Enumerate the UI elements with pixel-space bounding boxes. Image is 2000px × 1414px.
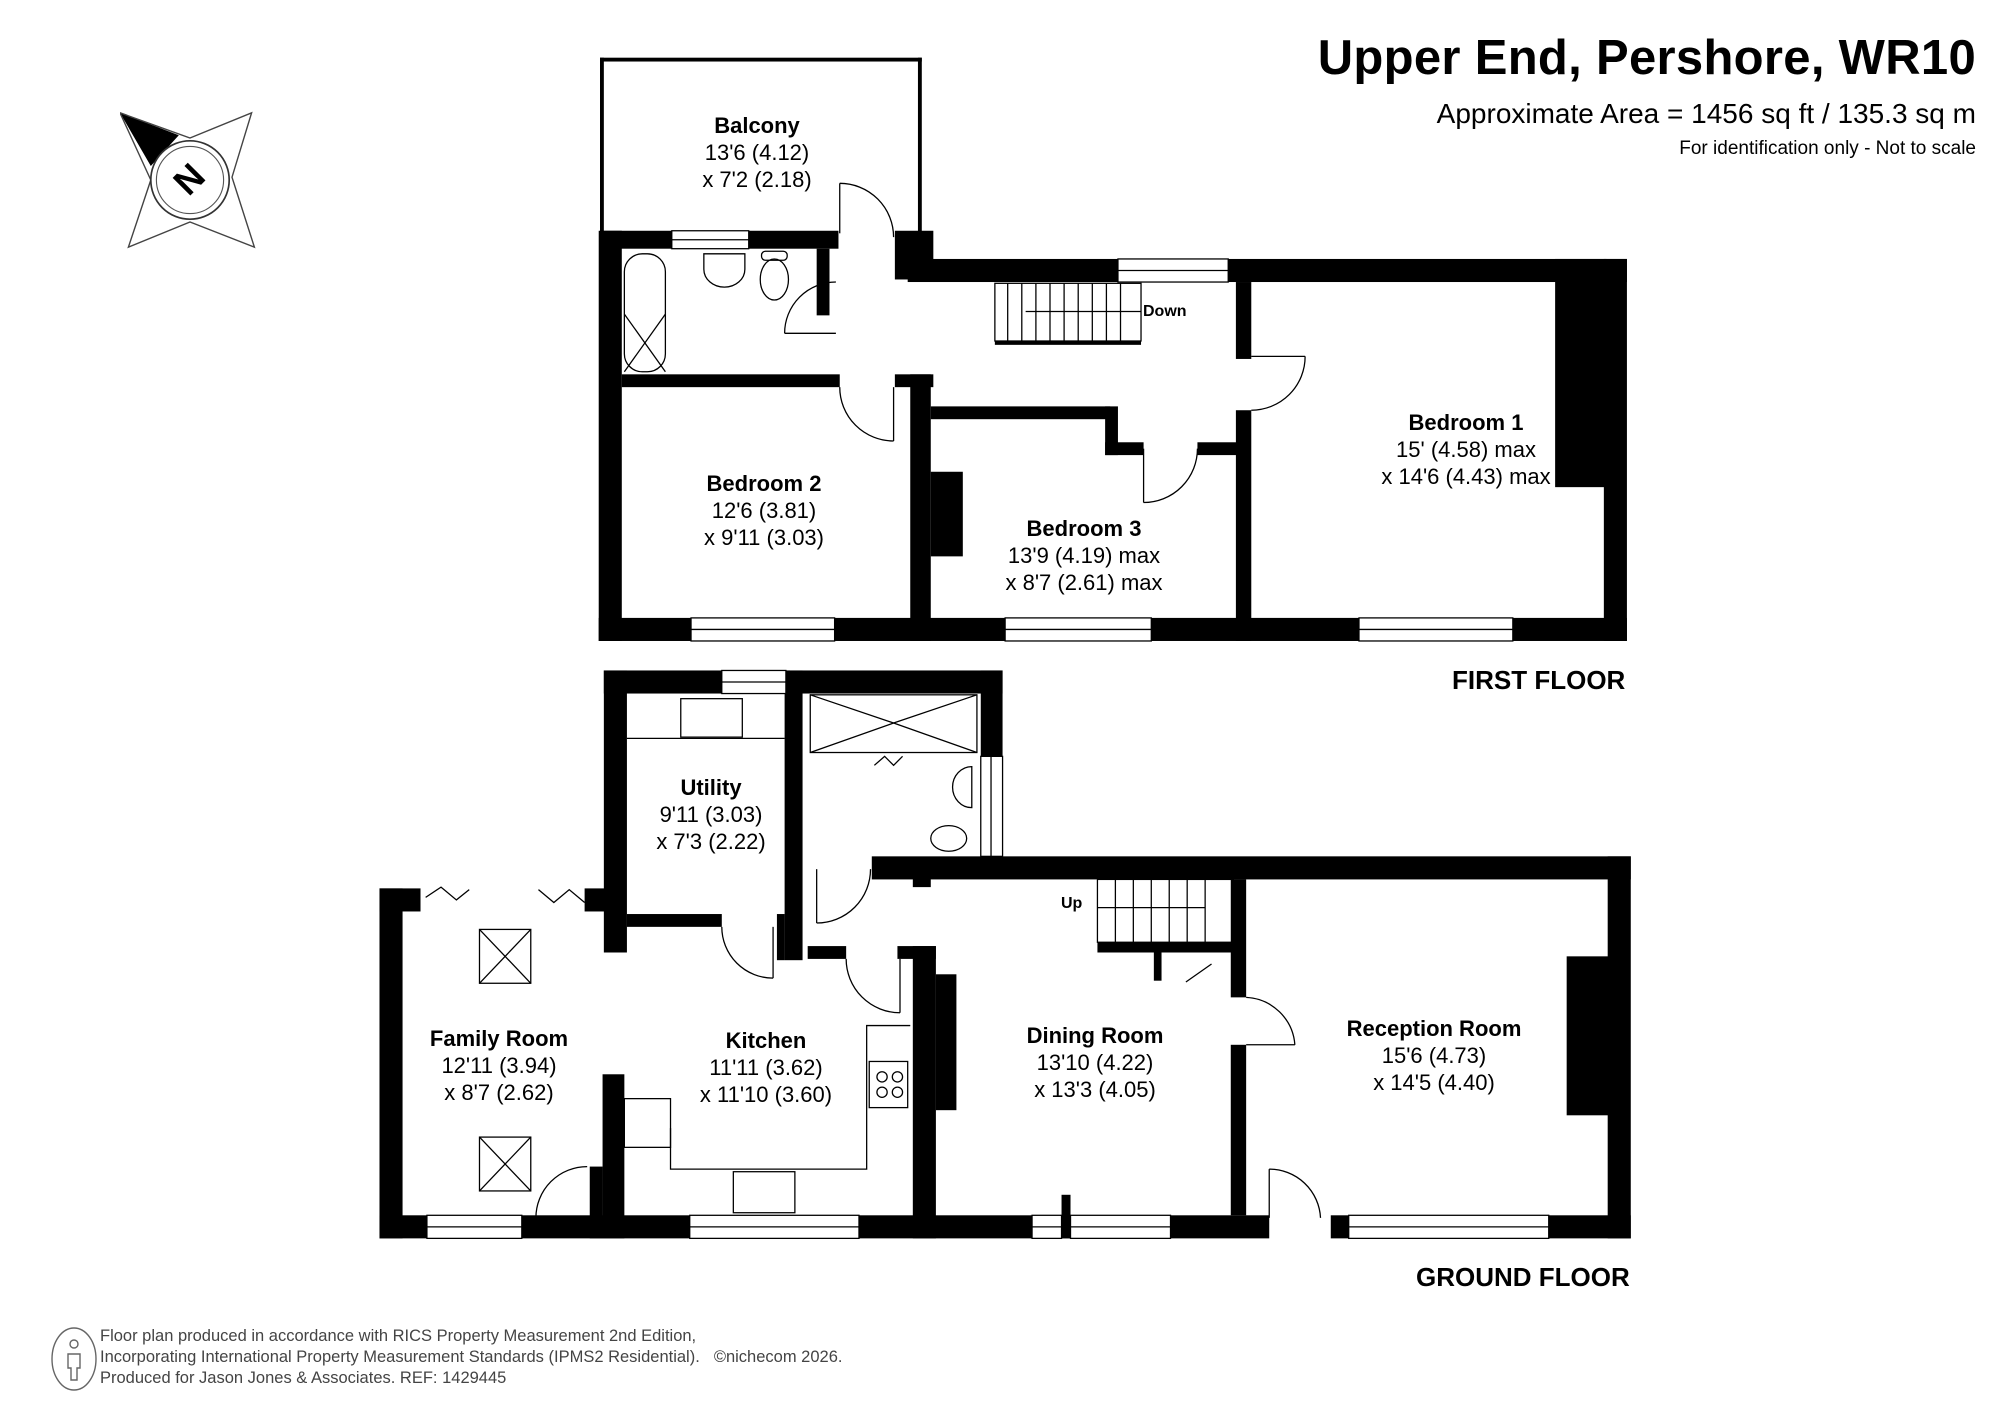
room-bedroom-1: Bedroom 1 15' (4.58) max x 14'6 (4.43) m… — [1381, 410, 1551, 489]
first-floor-label: FIRST FLOOR — [1452, 665, 1626, 695]
footer-line-3: Produced for Jason Jones & Associates. R… — [100, 1369, 507, 1387]
north-compass-icon: N — [120, 111, 256, 249]
person-measure-icon — [51, 1327, 97, 1391]
ground-floor-label: GROUND FLOOR — [1416, 1262, 1630, 1292]
footer-line-1: Floor plan produced in accordance with R… — [100, 1327, 697, 1345]
room-bedroom-3: Bedroom 3 13'9 (4.19) max x 8'7 (2.61) m… — [1005, 516, 1163, 595]
room-family-room: Family Room 12'11 (3.94) x 8'7 (2.62) — [429, 1026, 569, 1105]
copyright: ©nichecom 2026. — [713, 1348, 843, 1366]
room-balcony: Balcony 13'6 (4.12) x 7'2 (2.18) — [702, 113, 812, 192]
room-reception-room: Reception Room 15'6 (4.73) x 14'5 (4.40) — [1346, 1016, 1522, 1095]
stairs-up-label: Up — [1061, 895, 1083, 912]
property-title: Upper End, Pershore, WR10 — [1317, 31, 1976, 85]
room-bedroom-2: Bedroom 2 12'6 (3.81) x 9'11 (3.03) — [704, 471, 824, 550]
scale-disclaimer: For identification only - Not to scale — [1679, 138, 1976, 159]
room-utility: Utility 9'11 (3.03) x 7'3 (2.22) — [656, 775, 766, 854]
stairs-down-label: Down — [1143, 303, 1187, 320]
room-dining-room: Dining Room 13'10 (4.22) x 13'3 (4.05) — [1026, 1023, 1164, 1102]
approximate-area: Approximate Area = 1456 sq ft / 135.3 sq… — [1436, 98, 1976, 129]
room-kitchen: Kitchen 11'11 (3.62) x 11'10 (3.60) — [699, 1028, 833, 1107]
footer-line-2: Incorporating International Property Mea… — [100, 1348, 700, 1366]
footer-notes: Floor plan produced in accordance with R… — [100, 1326, 842, 1389]
